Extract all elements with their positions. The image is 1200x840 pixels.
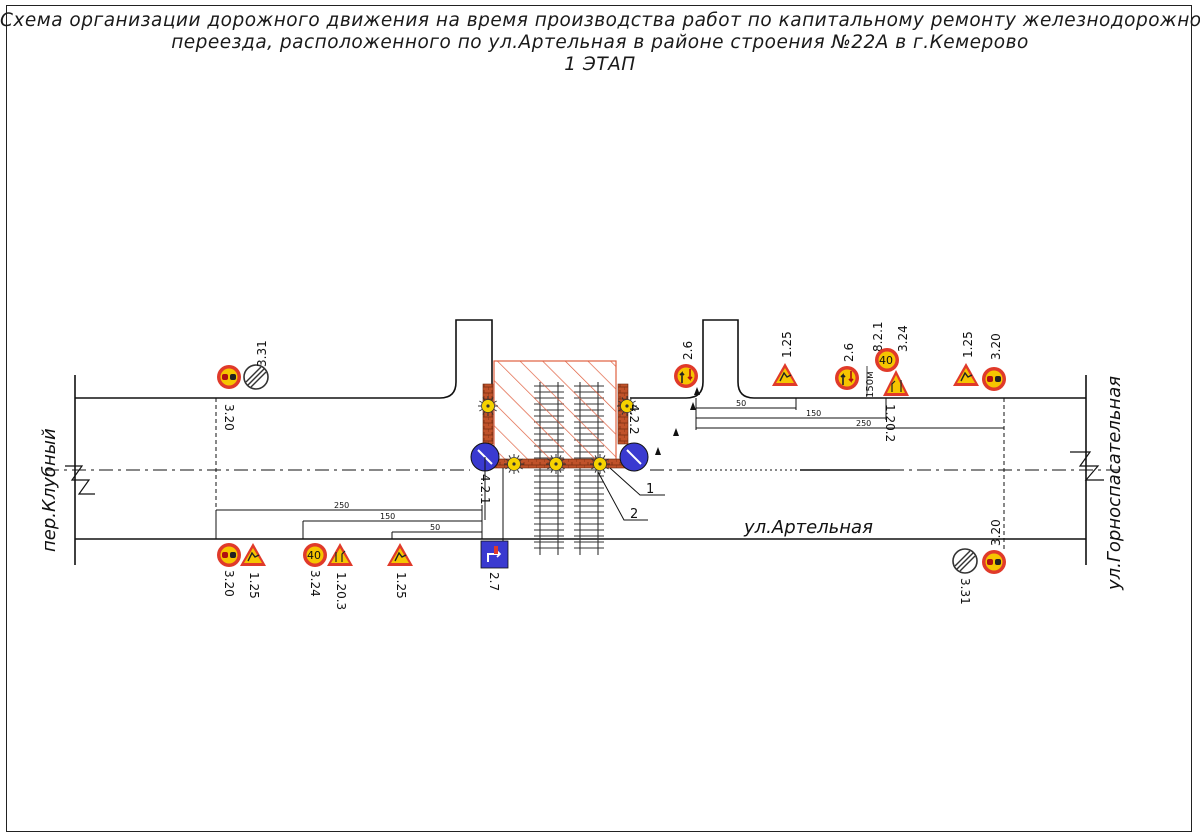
warning-lamp xyxy=(478,396,498,416)
work-zone xyxy=(493,360,617,467)
sign-3-24-bottom-left xyxy=(303,543,327,567)
code-1-25-top: 1.25 xyxy=(780,331,794,358)
code-3-20-top-right: 3.20 xyxy=(989,333,1003,360)
code-3-20-bottom-right: 3.20 xyxy=(989,519,1003,546)
code-3-20-top-left: 3.20 xyxy=(222,404,236,431)
title-line-1: Схема организации дорожного движения на … xyxy=(0,10,1200,31)
code-2-6-right: 2.6 xyxy=(842,343,856,362)
sign-3-20-bottom-right xyxy=(982,550,1006,574)
warning-lamp xyxy=(617,396,637,416)
sign-3-20-top-right xyxy=(982,367,1006,391)
code-1-25-bottom-left: 1.25 xyxy=(247,572,261,599)
sign-1-25-bottom-mid xyxy=(387,543,413,566)
code-3-24-bottom-left: 3.24 xyxy=(308,570,322,597)
sign-3-31-bottom-right xyxy=(952,548,978,574)
sign-1-20-2-top xyxy=(883,370,909,396)
sign-1-25-top xyxy=(772,363,798,386)
code-2-6-left: 2.6 xyxy=(681,341,695,360)
speed-limit-top: 40 xyxy=(879,354,893,367)
code-3-31-top-left: 3.31 xyxy=(255,340,269,367)
street-left: пер.Клубный xyxy=(39,428,60,552)
code-1-25-top-right: 1.25 xyxy=(961,331,975,358)
bottom-dimensions xyxy=(215,398,483,539)
sign-3-20-bottom-left xyxy=(217,543,241,567)
sign-3-20-top-left xyxy=(217,365,241,389)
code-3-24-top: 3.24 xyxy=(896,325,910,352)
warning-lamps xyxy=(478,396,637,474)
code-8-2-1: 8.2.1 xyxy=(871,321,885,352)
dim-top-250: 250 xyxy=(856,419,871,428)
sign-4-2-2 xyxy=(619,442,649,472)
title-line-3: 1 ЭТАП xyxy=(564,54,636,75)
dim-bottom-50: 50 xyxy=(430,523,440,532)
sign-4-2-1 xyxy=(470,442,500,520)
code-1-25-bottom-mid: 1.25 xyxy=(394,572,408,599)
drawing-frame xyxy=(6,5,1192,832)
sign-1-20-3-bottom-left xyxy=(327,543,353,566)
speed-limit-bottom: 40 xyxy=(307,549,321,562)
sign-3-24-top xyxy=(875,348,899,372)
callout-1: 1 xyxy=(646,482,654,497)
title-line-2: переезда, расположенного по ул.Артельная… xyxy=(171,32,1029,53)
warning-lamp xyxy=(590,454,610,474)
dim-top-50: 50 xyxy=(736,399,746,408)
distance-plate: 150м xyxy=(865,371,876,398)
sign-2-7 xyxy=(480,468,509,569)
code-4-2-2: 4.2.2 xyxy=(627,404,641,435)
callout-2: 2 xyxy=(630,507,638,522)
sign-1-25-top-right xyxy=(953,363,979,386)
road-edge-top-right xyxy=(630,319,1086,399)
sign-2-6-right xyxy=(835,366,859,390)
top-dimensions xyxy=(695,398,1005,552)
warning-lamp xyxy=(504,454,524,474)
sign-3-31-top-left xyxy=(243,364,269,390)
dim-bottom-150: 150 xyxy=(380,512,395,521)
dim-bottom-250: 250 xyxy=(334,501,349,510)
code-3-31-bottom-right: 3.31 xyxy=(958,578,972,605)
drawing-title: Схема организации дорожного движения на … xyxy=(0,10,1200,76)
code-3-20-bottom-left: 3.20 xyxy=(222,570,236,597)
street-main: ул.Артельная xyxy=(743,517,873,538)
break-marks xyxy=(65,451,1104,495)
code-1-20-3-bottom-left: 1.20.3 xyxy=(334,572,348,610)
traffic-cones xyxy=(655,387,700,455)
street-right: ул.Горноспасательная xyxy=(1104,376,1125,591)
warning-lamp xyxy=(546,454,566,474)
code-1-20-2-top: 1.20.2 xyxy=(883,404,897,442)
sign-1-25-bottom-left xyxy=(240,543,266,566)
code-4-2-1: 4.2.1 xyxy=(478,474,492,505)
code-2-7: 2.7 xyxy=(487,572,501,591)
sign-2-6-left xyxy=(674,364,698,388)
dim-top-150: 150 xyxy=(806,409,821,418)
road-edge-top-left xyxy=(75,319,493,399)
callout-lines xyxy=(597,467,665,521)
